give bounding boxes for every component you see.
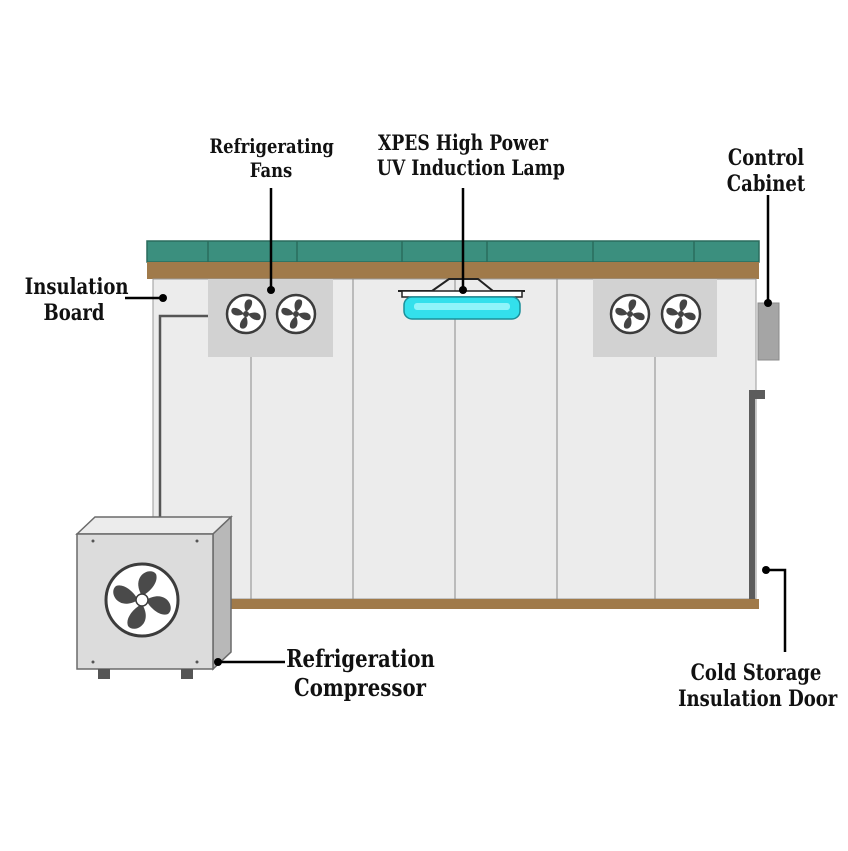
label-compressor-line1: Refrigeration — [286, 644, 435, 673]
label-uv-lamp: XPES High Power UV Induction Lamp — [376, 130, 565, 181]
fan-unit-right — [593, 279, 717, 357]
top-beam — [147, 262, 759, 279]
bottom-beam — [230, 599, 759, 609]
roof — [146, 240, 760, 263]
label-cabinet-line1: Control — [727, 145, 805, 171]
label-fans-line1: Refrigerating — [209, 134, 334, 158]
label-board-line1: Insulation — [24, 274, 129, 300]
label-board-line2: Board — [43, 300, 105, 327]
cold-storage-door — [749, 390, 765, 599]
label-door-line2: Insulation Door — [678, 686, 838, 713]
label-door-line1: Cold Storage — [690, 660, 822, 686]
door-callout — [766, 568, 787, 652]
label-refrigerating-fans: Refrigerating Fans — [209, 134, 334, 182]
label-lamp-line2: UV Induction Lamp — [376, 155, 565, 181]
callout-dots — [159, 286, 772, 666]
label-control-cabinet: Control Cabinet — [717, 145, 815, 198]
label-compressor-line2: Compressor — [294, 672, 426, 702]
label-insulation-board: Insulation Board — [24, 274, 129, 327]
label-lamp-line1: XPES High Power — [377, 130, 549, 155]
label-fans-line2: Fans — [249, 158, 293, 182]
control-cabinet — [757, 302, 780, 361]
refrigerant-pipe — [158, 314, 209, 520]
callout-lines — [125, 188, 787, 664]
refrigeration-compressor — [75, 515, 233, 679]
label-cold-storage-door: Cold Storage Insulation Door — [678, 660, 838, 713]
label-refrigeration-compressor: Refrigeration Compressor — [286, 644, 435, 703]
label-cabinet-line2: Cabinet — [726, 171, 806, 198]
compressor-fan-icon — [104, 562, 180, 638]
